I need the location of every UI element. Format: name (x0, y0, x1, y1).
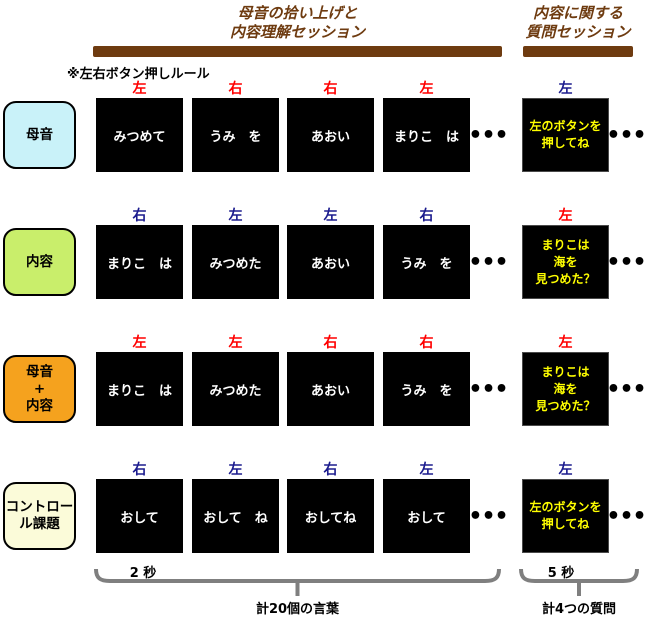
response-side-label: 左 (558, 208, 573, 224)
stimulus-box: あおい (287, 225, 374, 299)
response-side-label: 左 (323, 208, 338, 224)
stimulus-box: おして (383, 479, 470, 553)
response-side-label: 右 (323, 81, 338, 97)
questions-session-underline (523, 46, 633, 57)
row-vowel: 母音 左 右 右 左 左 みつめて うみ を あおい まりこ は ••• 左のボ… (0, 81, 650, 176)
stimulus-box: みつめて (96, 98, 183, 172)
questions-session-title: 内容に関する 質問セッション (525, 4, 631, 41)
response-side-label: 左 (558, 462, 573, 478)
response-side-label: 左 (132, 335, 147, 351)
row-label-control: コントロー ル課題 (3, 482, 76, 550)
response-side-label: 右 (323, 335, 338, 351)
words-duration-brace (94, 568, 501, 596)
ellipsis-dots: ••• (606, 249, 646, 275)
stimulus-box: まりこ は (383, 98, 470, 172)
words-session-underline (93, 46, 502, 57)
ellipsis-dots: ••• (606, 122, 646, 148)
stimulus-box: おしてね (287, 479, 374, 553)
stimulus-box: うみ を (383, 352, 470, 426)
question-box: まりこは 海を 見つめた？ (522, 352, 609, 426)
response-side-label: 左 (558, 81, 573, 97)
stimulus-box: あおい (287, 98, 374, 172)
response-side-label: 右 (132, 208, 147, 224)
response-side-label: 左 (419, 81, 434, 97)
ellipsis-dots: ••• (606, 376, 646, 402)
question-box: 左のボタンを 押してね (522, 479, 609, 553)
response-side-label: 右 (323, 462, 338, 478)
words-session-title: 母音の拾い上げと 内容理解セッション (229, 4, 365, 41)
row-content: 内容 右 左 左 右 左 まりこ は みつめた あおい うみ を ••• まりこ… (0, 208, 650, 303)
response-side-label: 左 (228, 208, 243, 224)
ellipsis-dots: ••• (468, 376, 508, 402)
response-side-label: 左 (558, 335, 573, 351)
stimulus-box: まりこ は (96, 352, 183, 426)
words-duration-label: 2 秒 (129, 566, 157, 581)
stimulus-box: みつめた (192, 352, 279, 426)
questions-total-label: 計4つの質問 (541, 602, 617, 617)
questions-duration-label: 5 秒 (547, 566, 575, 581)
response-side-label: 右 (132, 462, 147, 478)
response-side-label: 右 (419, 335, 434, 351)
row-control: コントロー ル課題 右 左 右 左 左 おして おして ね おしてね おして •… (0, 462, 650, 557)
row-label-vowel-plus-content: 母音 + 内容 (3, 355, 76, 423)
response-side-label: 左 (419, 462, 434, 478)
words-total-label: 計20個の言葉 (255, 602, 340, 617)
response-side-label: 左 (228, 335, 243, 351)
ellipsis-dots: ••• (468, 249, 508, 275)
response-side-label: 左 (132, 81, 147, 97)
row-label-vowel: 母音 (3, 101, 76, 169)
ellipsis-dots: ••• (468, 122, 508, 148)
stimulus-box: まりこ は (96, 225, 183, 299)
ellipsis-dots: ••• (606, 503, 646, 529)
stimulus-box: うみ を (383, 225, 470, 299)
stimulus-box: みつめた (192, 225, 279, 299)
ellipsis-dots: ••• (468, 503, 508, 529)
button-rule-note: ※左右ボタン押しルール (67, 67, 210, 82)
question-box: まりこは 海を 見つめた？ (522, 225, 609, 299)
stimulus-box: あおい (287, 352, 374, 426)
response-side-label: 右 (228, 81, 243, 97)
response-side-label: 左 (228, 462, 243, 478)
question-box: 左のボタンを 押してね (522, 98, 609, 172)
questions-duration-brace (519, 568, 639, 596)
stimulus-box: うみ を (192, 98, 279, 172)
row-label-content: 内容 (3, 228, 76, 296)
response-side-label: 右 (419, 208, 434, 224)
stimulus-box: おして ね (192, 479, 279, 553)
row-vowel-plus-content: 母音 + 内容 左 左 右 右 左 まりこ は みつめた あおい うみ を ••… (0, 335, 650, 430)
stimulus-box: おして (96, 479, 183, 553)
